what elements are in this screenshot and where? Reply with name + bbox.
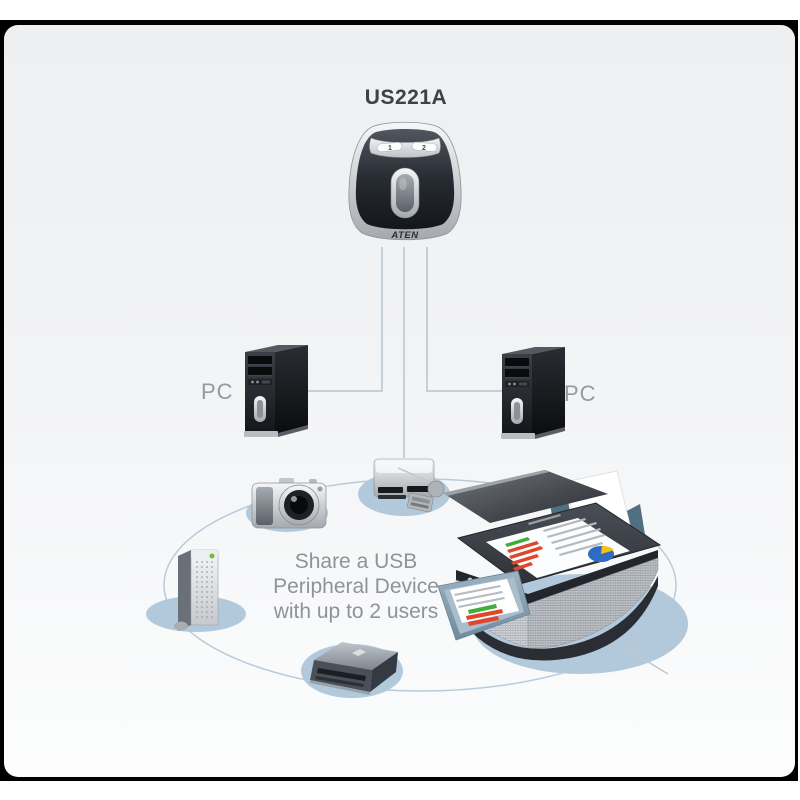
pc-label-right: PC bbox=[564, 381, 597, 406]
share-description-line1: Share a USB bbox=[294, 550, 418, 573]
scanner-lid bbox=[443, 470, 608, 523]
pc-tower-left-icon bbox=[244, 345, 308, 437]
usb-plug bbox=[407, 492, 434, 513]
usb-card-reader-icon bbox=[373, 458, 435, 513]
share-description: Share a USB Peripheral Device with up to… bbox=[246, 549, 466, 624]
share-description-line2: Peripheral Device bbox=[273, 575, 439, 598]
drive-led bbox=[209, 553, 215, 559]
pc-tower-right-icon bbox=[501, 347, 565, 439]
share-description-line3: with up to 2 users bbox=[273, 600, 439, 623]
port-button-2 bbox=[411, 141, 438, 152]
external-drive-icon bbox=[174, 549, 219, 631]
camera-icon bbox=[251, 478, 327, 529]
product-title: US221A bbox=[364, 86, 448, 109]
pc-label-left: PC bbox=[201, 379, 234, 404]
connection-line-left bbox=[308, 247, 383, 392]
floppy-drive-icon bbox=[310, 642, 398, 695]
lid-knob bbox=[427, 480, 445, 498]
pie-chart bbox=[588, 545, 614, 563]
printer-icon bbox=[397, 467, 669, 675]
aten-logo: ATEN bbox=[390, 230, 419, 241]
usb-switch-icon: 1 2 ATEN bbox=[348, 121, 462, 241]
connection-line-right bbox=[426, 247, 502, 392]
port-label-1: 1 bbox=[388, 145, 392, 152]
port-button-1 bbox=[376, 142, 403, 153]
port-label-2: 2 bbox=[422, 145, 426, 152]
